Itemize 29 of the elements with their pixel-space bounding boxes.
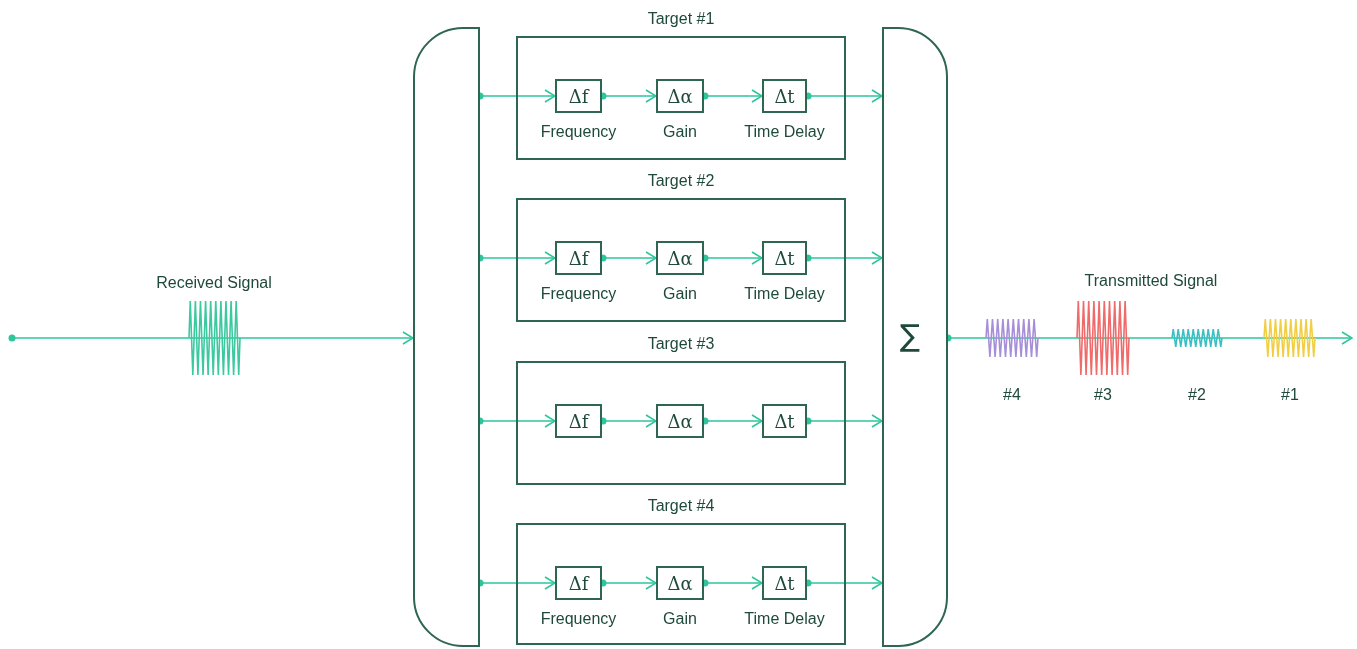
block-caption: Frequency [539, 285, 618, 303]
target-heading: Target #4 [646, 497, 716, 515]
frequency-shift-block: Δf [555, 241, 602, 275]
sum-symbol: ∑ [900, 318, 921, 353]
gain-block: Δα [656, 79, 704, 113]
frequency-shift-block: Δf [555, 404, 602, 438]
time-delay-block: Δt [762, 79, 807, 113]
edge-label: Transmitted Signal [1082, 272, 1220, 290]
block-caption: Gain [662, 123, 698, 141]
time-delay-block: Δt [762, 404, 807, 438]
block-caption: Gain [662, 610, 698, 628]
target-heading: Target #3 [646, 335, 716, 353]
time-delay-block: Δt [762, 566, 807, 600]
target-heading: Target #2 [646, 172, 716, 190]
gain-block: Δα [656, 241, 704, 275]
gain-block: Δα [656, 404, 704, 438]
block-caption: Gain [662, 285, 698, 303]
block-caption: Frequency [539, 610, 618, 628]
gain-block: Δα [656, 566, 704, 600]
frequency-shift-block: Δf [555, 79, 602, 113]
block-caption: Time Delay [743, 610, 826, 628]
target-heading: Target #1 [646, 10, 716, 28]
arrow [8, 331, 414, 345]
frequency-shift-block: Δf [555, 566, 602, 600]
block-caption: Frequency [539, 123, 618, 141]
edge-label: Received Signal [154, 274, 274, 292]
block-caption: Time Delay [743, 123, 826, 141]
block-caption: Time Delay [743, 285, 826, 303]
time-delay-block: Δt [762, 241, 807, 275]
